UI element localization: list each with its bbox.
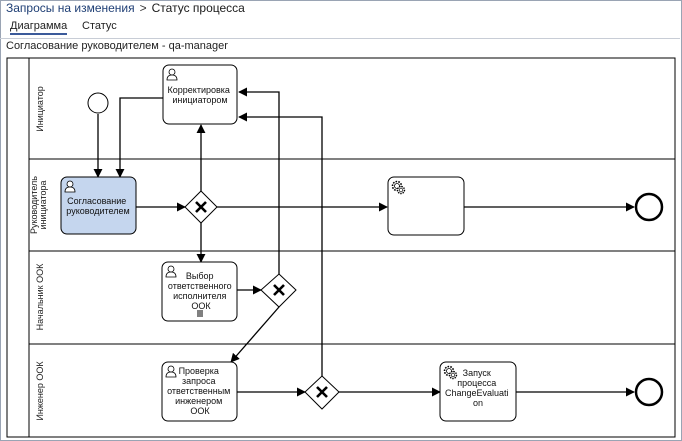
task-select-executor-label: Выбор ответственного исполнителя ООК: [168, 271, 234, 311]
task-launch-process-label: Запуск процесса ChangeEvaluati on: [445, 368, 511, 408]
breadcrumb-separator: >: [139, 1, 147, 15]
task-approval[interactable]: Согласование руководителем: [60, 176, 137, 235]
pool: [6, 57, 676, 438]
start-event[interactable]: [87, 92, 109, 114]
breadcrumb: Запросы на изменения > Статус процесса: [6, 1, 245, 15]
task-correction[interactable]: Корректировка инициатором: [162, 64, 238, 125]
end-event-engineer[interactable]: [634, 377, 664, 407]
x-icon: [316, 386, 328, 398]
lane-label-ook-head: Начальник ООК: [35, 263, 45, 330]
task-select-executor[interactable]: Выбор ответственного исполнителя ООК: [161, 261, 238, 322]
tab-status[interactable]: Статус: [82, 20, 117, 32]
end-event-manager[interactable]: [634, 192, 664, 222]
x-icon: [195, 201, 207, 213]
sequence-flows: [93, 87, 635, 397]
tab-bar: Диаграмма Статус: [0, 16, 680, 39]
breadcrumb-current: Статус процесса: [151, 1, 245, 15]
lane-label-manager-line2: инициатора: [38, 180, 48, 229]
exclusive-gateway-1[interactable]: [184, 190, 218, 224]
tab-diagram[interactable]: Диаграмма: [10, 20, 68, 35]
x-icon: [273, 284, 285, 296]
breadcrumb-parent-link[interactable]: Запросы на изменения: [6, 1, 135, 15]
multi-instance-icon: [197, 310, 203, 317]
exclusive-gateway-2[interactable]: [260, 273, 297, 308]
task-check-request-label: Проверка запроса ответственным инженером…: [167, 366, 233, 416]
task-approval-label: Согласование руководителем: [66, 196, 129, 216]
task-launch-process[interactable]: Запуск процесса ChangeEvaluati on: [439, 361, 517, 422]
lane-label-ook-engineer: Инженер ООК: [35, 361, 45, 421]
lane-label-initiator: Инициатор: [35, 86, 45, 132]
exclusive-gateway-3[interactable]: [304, 375, 340, 410]
task-check-request[interactable]: Проверка запроса ответственным инженером…: [161, 361, 238, 422]
lane-label-manager-line1: Руководитель: [29, 176, 39, 234]
task-correction-label: Корректировка инициатором: [168, 85, 233, 105]
task-service[interactable]: [387, 176, 465, 236]
process-title: Согласование руководителем - qa-manager: [6, 40, 228, 52]
